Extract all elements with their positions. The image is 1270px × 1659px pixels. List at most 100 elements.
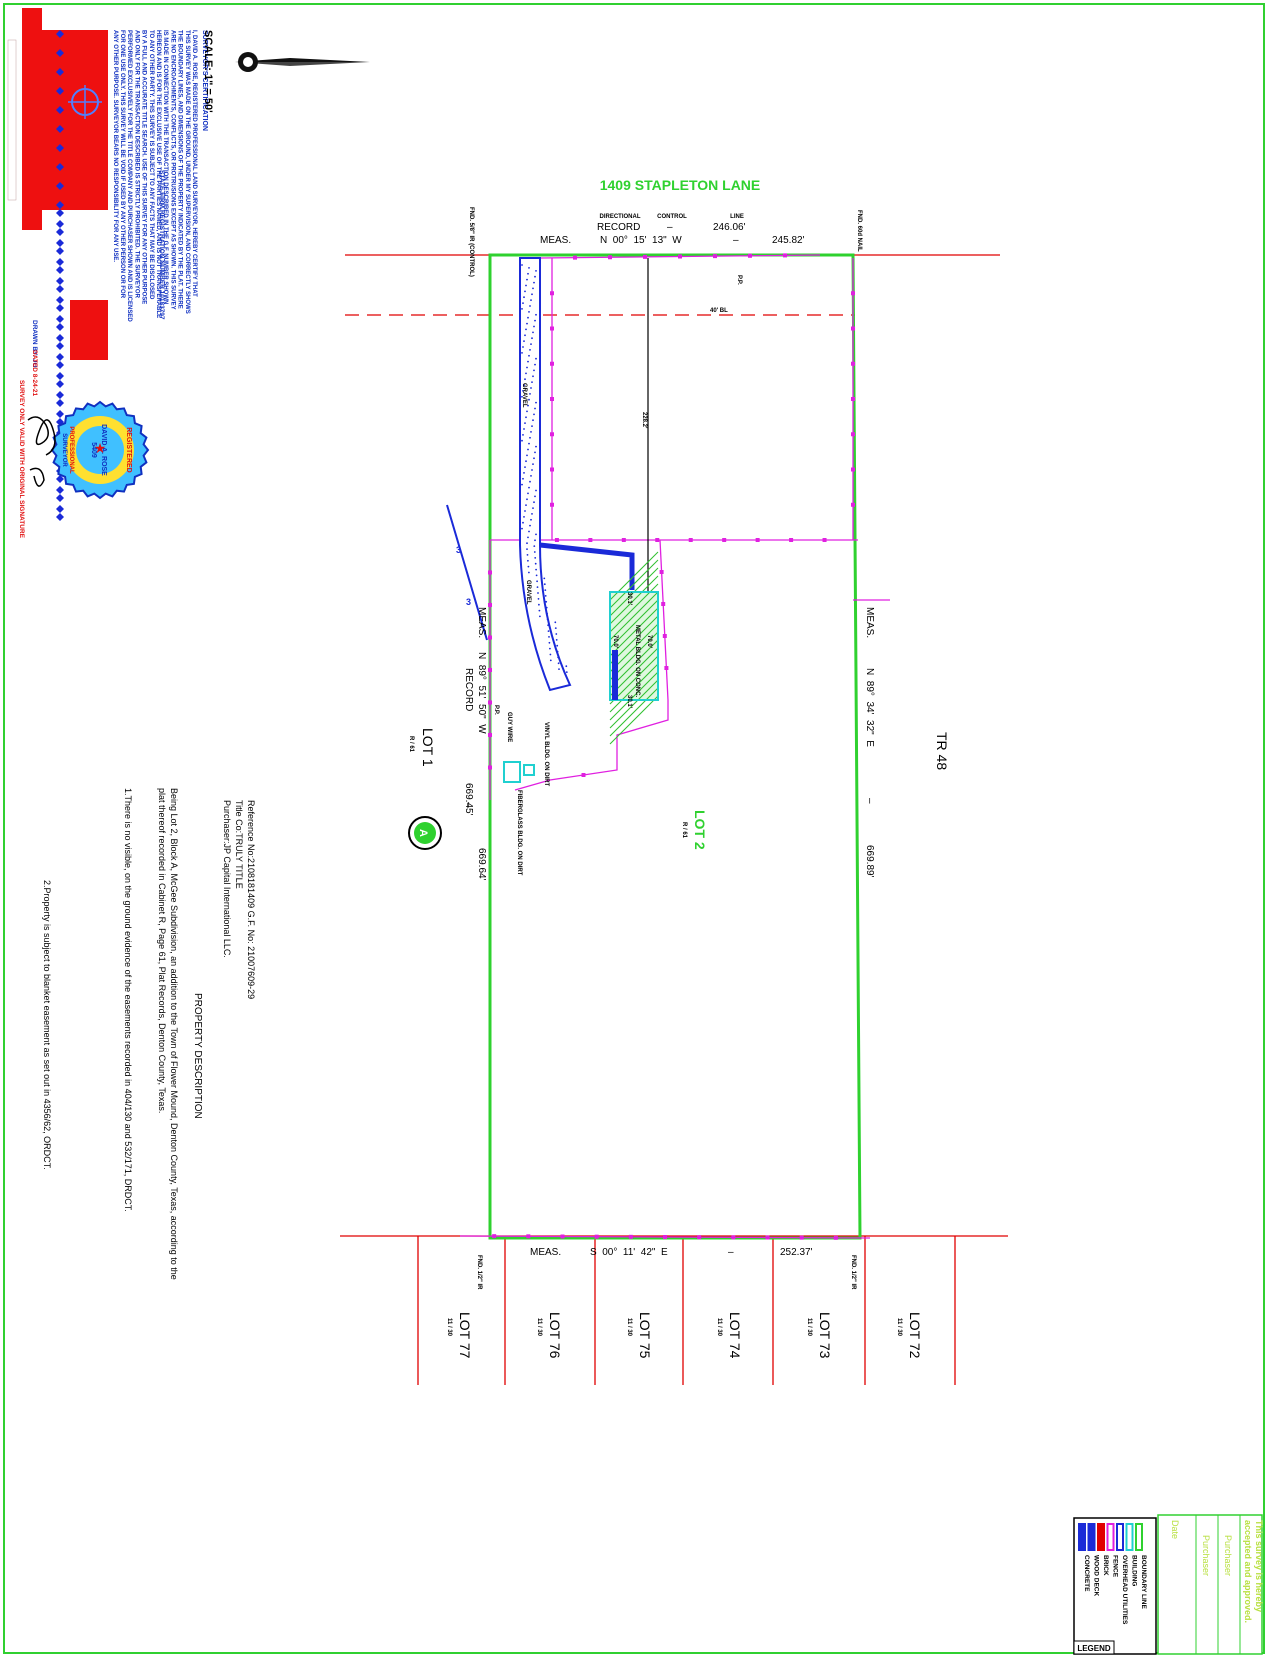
- north-meas-label: MEAS.: [540, 235, 571, 246]
- certification-line: PERFORMED EXCLUSIVELY FOR THE TITLE COMP…: [126, 30, 132, 322]
- gravel-dot: [527, 565, 530, 568]
- dim-70-left: 70.0': [612, 635, 618, 649]
- certification-line: IS MADE IN CONNECTION WITH THE TRANSACTI…: [162, 30, 168, 304]
- gravel-dot: [522, 346, 524, 348]
- fence-post: [697, 1235, 702, 1240]
- gravel-dot: [556, 644, 559, 647]
- gravel-dot: [527, 404, 529, 407]
- gravel-dot: [533, 457, 535, 460]
- fence-post: [488, 570, 492, 575]
- concrete-walk: [539, 542, 635, 590]
- hatch-line: [609, 591, 659, 641]
- gravel-dot: [527, 360, 529, 363]
- utility-line: [446, 504, 488, 641]
- hatch-line: [609, 607, 659, 657]
- gravel-dot: [543, 577, 546, 580]
- fence-post: [783, 253, 787, 258]
- bullet-icon: [56, 513, 64, 521]
- setback-label: 40' BL: [710, 308, 728, 314]
- fence-post: [573, 255, 577, 260]
- gravel-dot: [522, 521, 524, 524]
- gravel-dot: [557, 656, 559, 659]
- certification-line: FOR ONE USE ONLY. THIS SURVEY WILL BE VO…: [119, 30, 125, 299]
- bullet-icon: [56, 266, 64, 274]
- fence-post: [659, 570, 664, 574]
- gravel-dot: [526, 410, 528, 413]
- bullet-icon: [56, 144, 64, 152]
- north-bearing: N 00° 15' 13" W: [600, 235, 682, 246]
- fence-post: [851, 361, 855, 366]
- bullet-icon: [56, 87, 64, 95]
- gravel-dot: [524, 290, 526, 293]
- bullet-icon: [56, 125, 64, 133]
- gravel-dot: [527, 492, 529, 495]
- south-dash: –: [728, 1247, 734, 1258]
- gravel-dot: [525, 372, 527, 375]
- gravel-dot: [533, 413, 535, 416]
- fence-post: [851, 432, 855, 437]
- north-record-dash: –: [667, 222, 673, 233]
- legend-item-label: OVERHEAD UTILITIES: [1121, 1555, 1128, 1625]
- logo-text-strip: [7, 39, 17, 201]
- bullet-icon: [56, 315, 64, 323]
- fence-post: [488, 603, 492, 607]
- legend-item-label: BUILDING: [1131, 1555, 1138, 1586]
- acceptance-line-1: This survey is hereby: [1254, 1520, 1264, 1612]
- logo-block-left: [22, 8, 42, 230]
- bullet-icon: [56, 277, 64, 285]
- gravel-dot: [521, 308, 523, 310]
- gravel-dot: [530, 387, 532, 389]
- gravel-dot: [531, 293, 533, 296]
- east-dash: –: [864, 798, 875, 804]
- gravel-dot: [529, 480, 531, 483]
- dim-70-right: 70.0': [646, 635, 652, 649]
- bullet-icon: [56, 304, 64, 312]
- monument-se: FND. 1/2" IR: [850, 1255, 856, 1290]
- vinyl-building-label: VINYL BLDG. ON DIRT: [543, 722, 549, 787]
- logo-block-main: [42, 30, 108, 210]
- gravel-dot: [521, 352, 523, 354]
- gravel-dot: [531, 513, 533, 515]
- gravel-dot: [527, 316, 529, 319]
- gravel-dot: [532, 507, 534, 509]
- gravel-dot: [522, 390, 524, 392]
- fence-post: [594, 1234, 599, 1239]
- gravel-dot: [524, 378, 526, 381]
- survey-plat: 1409 STAPLETON LANE FND. 5/8" IR (CONTRO…: [340, 177, 1008, 1385]
- bullet-icon: [56, 380, 64, 388]
- bullet-icon: [56, 209, 64, 217]
- south-lot-label: LOT 73: [817, 1312, 833, 1359]
- fence-post: [554, 538, 559, 542]
- gravel-dot: [530, 299, 532, 301]
- gravel-dot: [526, 542, 528, 545]
- gravel-dot: [532, 463, 534, 465]
- metal-building-slab: [612, 650, 618, 700]
- hatch-line: [609, 599, 659, 649]
- gravel-dot: [548, 636, 550, 638]
- fence-post: [661, 602, 666, 606]
- gravel-dot: [533, 545, 536, 547]
- south-lot-sub: 11 / 30: [626, 1318, 632, 1337]
- west-bearing: N 89° 51' 50" W: [476, 652, 487, 734]
- gravel-dot: [533, 281, 535, 284]
- gravel-dot: [522, 477, 524, 480]
- hatch-line: [609, 575, 659, 625]
- gravel-dot: [529, 524, 531, 527]
- fence-post: [488, 733, 492, 737]
- fence-post: [628, 1234, 633, 1239]
- gravel-dot: [521, 527, 523, 530]
- bullet-icon: [56, 182, 64, 190]
- acceptance-purchaser: Purchaser: [1223, 1535, 1233, 1576]
- gravel-dot: [535, 489, 537, 492]
- bullet-icon: [56, 372, 64, 380]
- fence-post: [550, 432, 554, 437]
- gravel-dot: [525, 460, 527, 463]
- fence-post: [550, 361, 554, 366]
- fence-post: [655, 538, 660, 542]
- south-lot-sub: 11 / 30: [896, 1318, 902, 1337]
- gravel-dot: [535, 568, 537, 571]
- bullet-icon: [56, 68, 64, 76]
- pp-label-west: P.P.: [493, 705, 499, 715]
- gravel-dot: [557, 662, 560, 665]
- fence-post: [663, 1235, 667, 1239]
